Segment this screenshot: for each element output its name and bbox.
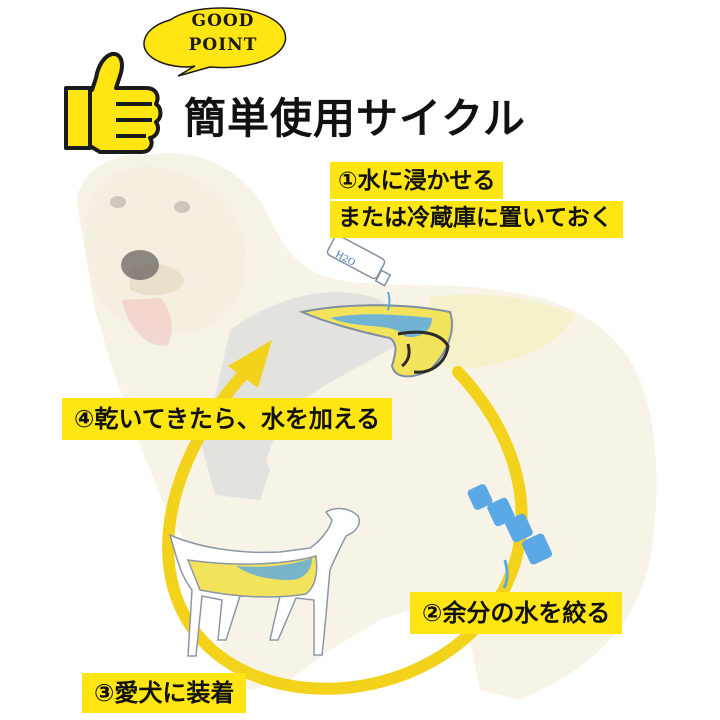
small-dog [168,507,360,657]
page-title: 簡単使用サイクル [184,94,526,143]
wet-pad [420,294,575,369]
badge-point: POINT [188,35,258,55]
thumbs-up-icon [64,51,163,154]
step-4-label: ④乾いてきたら、水を加える [62,398,393,440]
step-2-label: ②余分の水を絞る [410,592,623,634]
step-1-sublabel: または冷蔵庫に置いておく [330,201,623,238]
cooling-vest [298,304,453,378]
water-drop [502,559,509,589]
wringing-cloth [467,484,553,589]
step-1-label: ①水に浸かせる [330,162,504,199]
step-3-label: ③愛犬に装着 [82,673,247,713]
water-bottle [326,234,392,311]
speech-bubble [143,7,287,77]
badge-good: GOOD [191,11,255,31]
